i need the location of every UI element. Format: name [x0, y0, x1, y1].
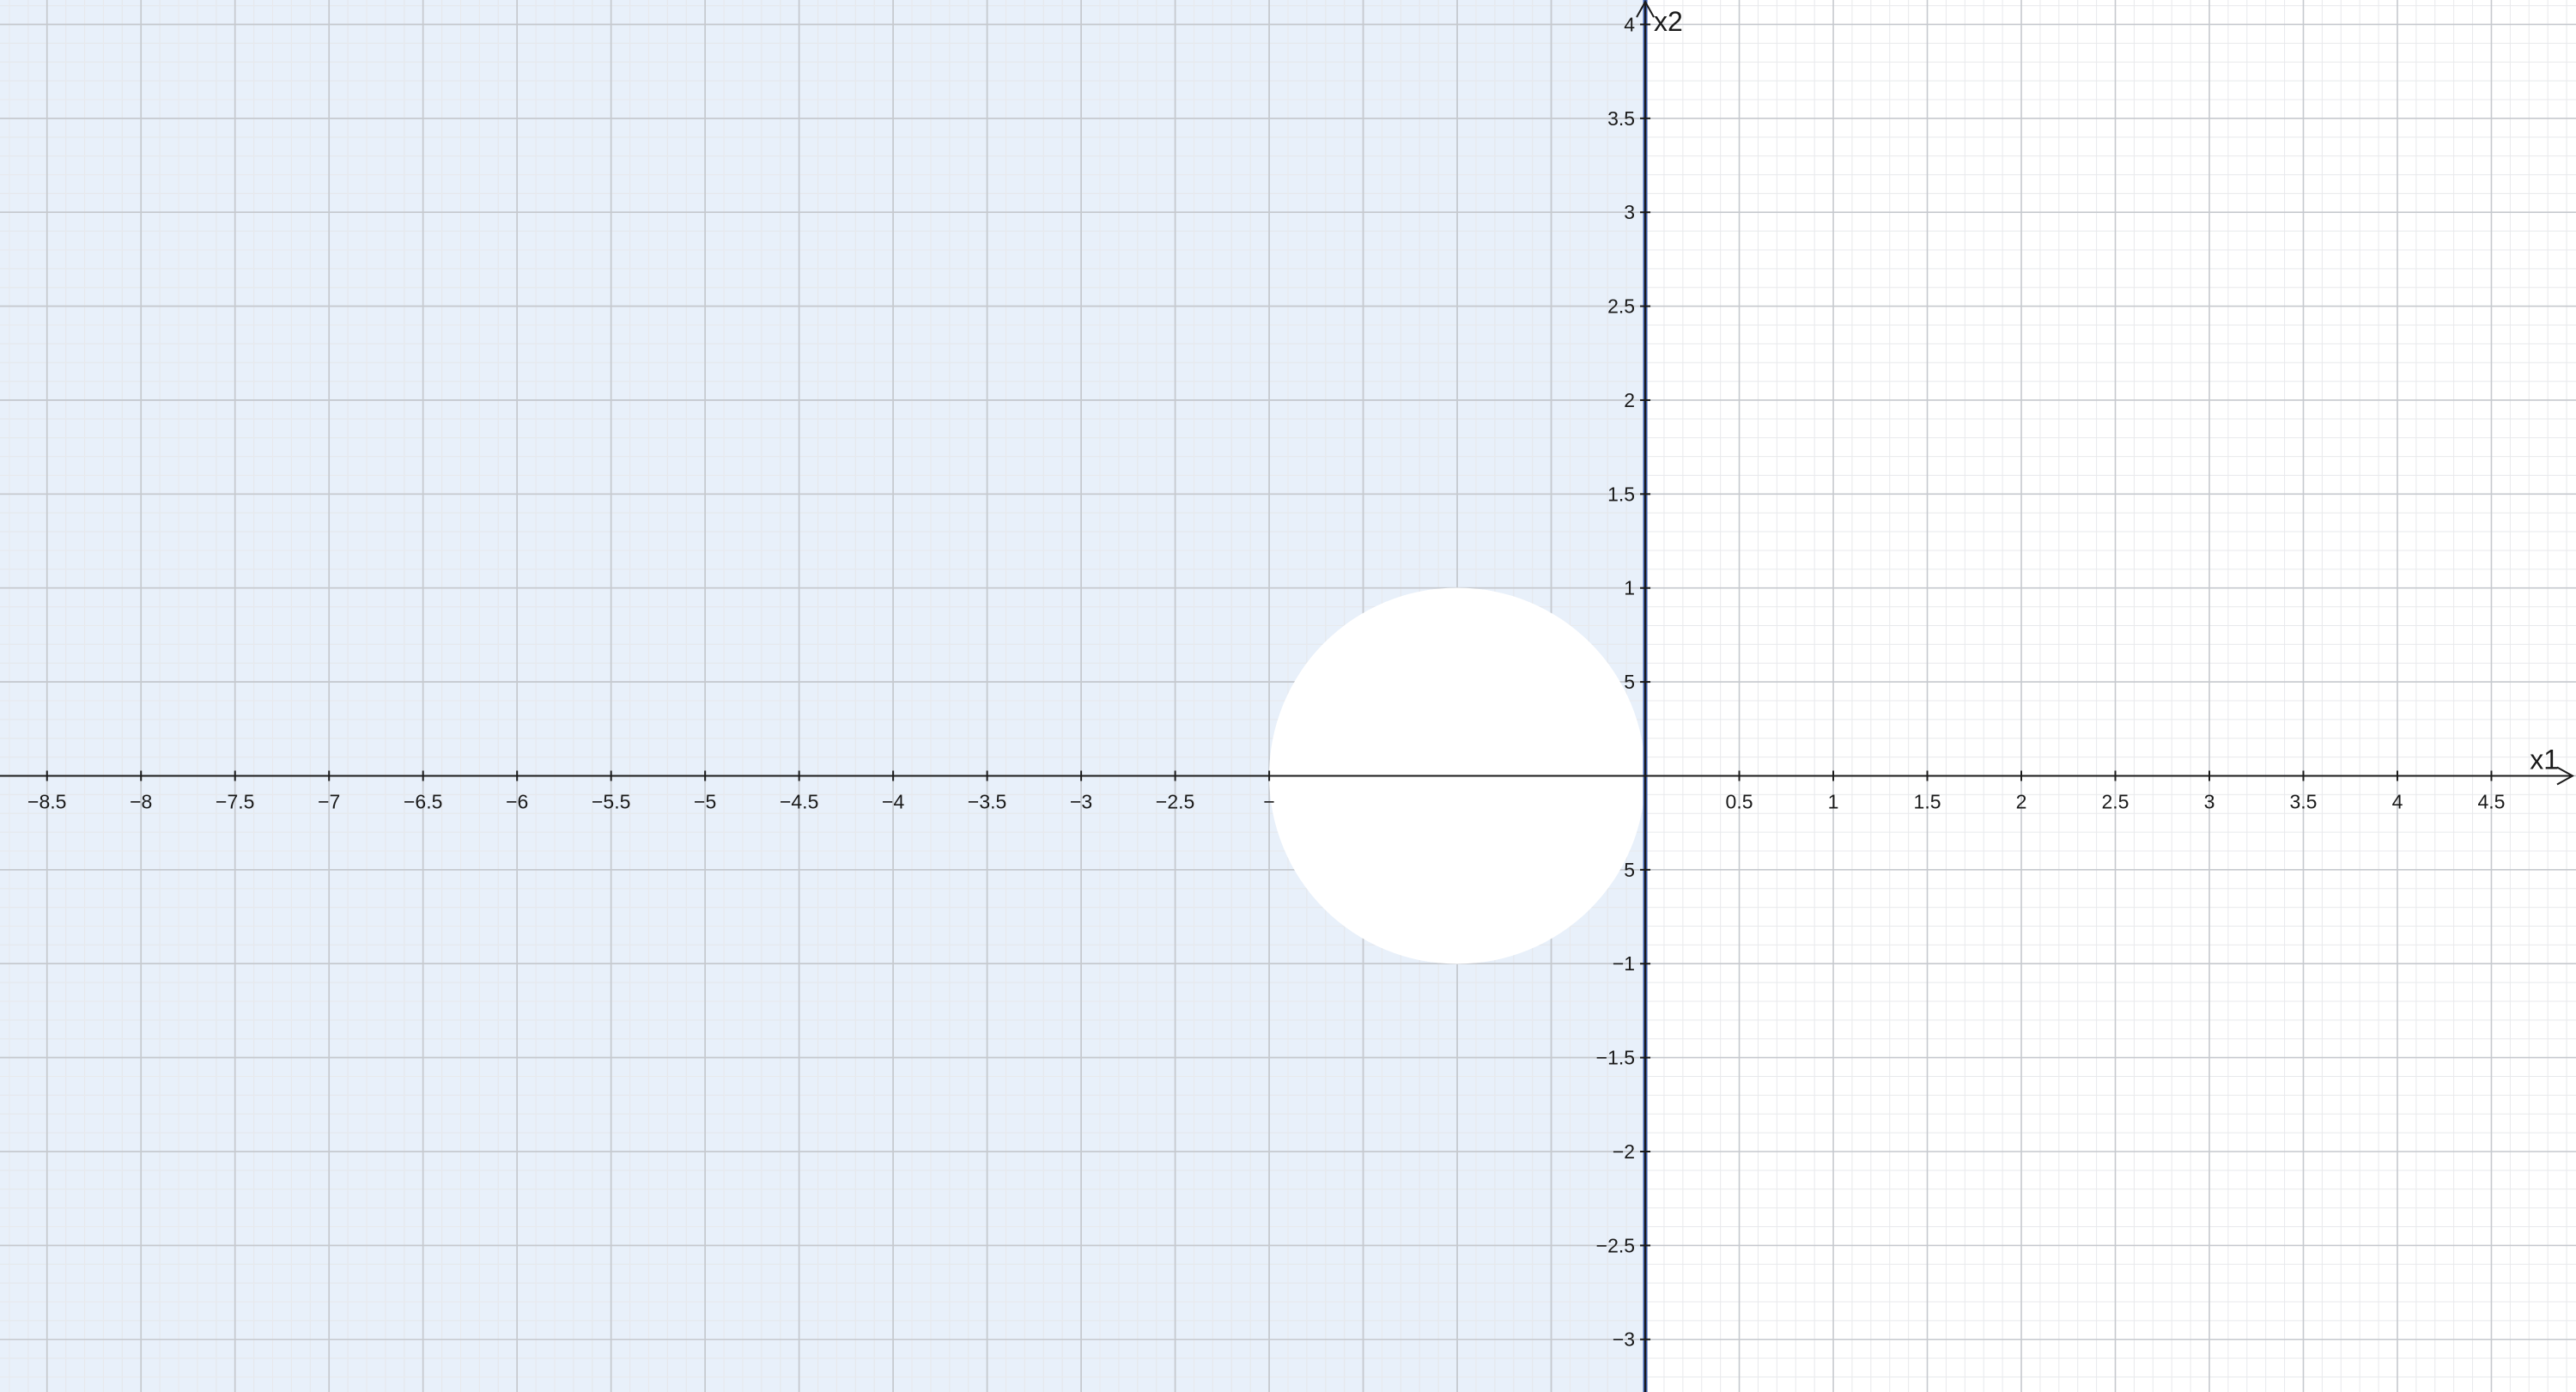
x-tick-label: 3.5 [2289, 790, 2317, 812]
y-tick-label: 2.5 [1607, 295, 1635, 318]
x-tick-label: −6 [506, 790, 528, 812]
x-axis-arrow [2556, 766, 2575, 786]
x-tick-label: 1 [1828, 790, 1839, 812]
x-tick-label: 4 [2392, 790, 2403, 812]
y-tick-label: 4 [1624, 13, 1635, 35]
x-tick-label: −3.5 [968, 790, 1006, 812]
axis-titles: x1 x2 [1654, 6, 2559, 775]
x-tick-label: 0.5 [1726, 790, 1753, 812]
x-tick-label: − [1263, 790, 1274, 812]
x-tick-label: −8 [130, 790, 152, 812]
y-tick-label: −1.5 [1596, 1047, 1635, 1069]
x-tick-label: −8.5 [27, 790, 66, 812]
x-tick-label: −7.5 [216, 790, 254, 812]
tick-labels: −8.5−8−7.5−7−6.5−6−5.5−5−4.5−4−3.5−3−2.5… [27, 13, 2505, 1350]
y-tick-label: −2 [1613, 1140, 1635, 1163]
y-tick-label: 5 [1624, 859, 1635, 881]
x-tick-label: 2.5 [2102, 790, 2129, 812]
x-tick-label: −2.5 [1156, 790, 1194, 812]
x-tick-label: 1.5 [1914, 790, 1941, 812]
x-tick-label: −4 [882, 790, 904, 812]
y-tick-label: −3 [1613, 1328, 1635, 1351]
y-axis-title: x2 [1654, 6, 1683, 37]
y-tick-label: 1 [1624, 577, 1635, 599]
y-tick-label: 3.5 [1607, 107, 1635, 130]
y-tick-label: −2.5 [1596, 1234, 1635, 1256]
x-tick-label: −3 [1070, 790, 1092, 812]
x-tick-label: −6.5 [404, 790, 442, 812]
y-tick-label: −1 [1613, 952, 1635, 975]
x-tick-label: −7 [318, 790, 340, 812]
x-tick-label: −5 [694, 790, 716, 812]
x-tick-label: 4.5 [2477, 790, 2505, 812]
y-tick-label: 2 [1624, 389, 1635, 411]
x-tick-label: 3 [2204, 790, 2215, 812]
y-axis-arrow [1636, 0, 1655, 18]
x-tick-label: −5.5 [592, 790, 630, 812]
x-axis-title: x1 [2530, 744, 2559, 775]
x-tick-label: −4.5 [780, 790, 818, 812]
y-tick-label: 1.5 [1607, 483, 1635, 505]
y-tick-label: 3 [1624, 201, 1635, 223]
y-tick-label: 5 [1624, 671, 1635, 693]
x-tick-label: 2 [2016, 790, 2027, 812]
